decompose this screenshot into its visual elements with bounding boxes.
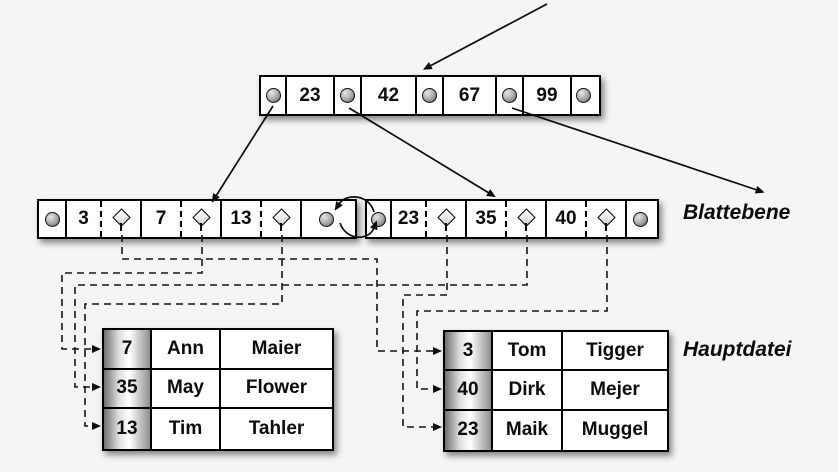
key-cell: 7	[142, 201, 182, 237]
pointer-cell	[367, 201, 392, 237]
table-cell-key: 13	[104, 409, 152, 449]
root-key: 23	[299, 84, 321, 106]
root-key: 99	[536, 84, 558, 106]
key-cell: 35	[467, 201, 507, 237]
diamond-stem	[280, 222, 282, 231]
record-pointer-cell	[587, 201, 627, 237]
main-file-table-right: 3 Tom Tigger 40 Dirk Mejer 23 Maik Mugge…	[443, 330, 669, 452]
table-cell-surname: Maier	[221, 330, 332, 370]
record-pointer-cell	[507, 201, 547, 237]
arrow-into-root	[422, 3, 548, 70]
leaf-key: 35	[475, 208, 497, 229]
leaf-key: 7	[155, 208, 167, 229]
pointer-circle-icon	[44, 211, 60, 227]
diamond-stem	[445, 222, 447, 231]
key-cell: 40	[547, 201, 587, 237]
table-cell-name: Dirk	[493, 371, 563, 411]
table-cell-name: Tim	[152, 409, 221, 449]
pointer-cell	[417, 77, 444, 114]
table-cell-key: 40	[445, 371, 493, 411]
table-cell-surname: Tahler	[248, 418, 305, 440]
leaf-node-right: 23 35 40	[365, 199, 659, 239]
pointer-circle-icon	[422, 88, 437, 103]
leaf-node-left: 3 7 13	[37, 199, 357, 239]
table-cell-key: 3	[445, 332, 493, 372]
main-file-table-left: 7 Ann Maier 35 May Flower 13 Tim Tahler	[102, 328, 334, 451]
pointer-cell	[261, 77, 287, 114]
root-node: 23 42 67 99	[259, 75, 601, 116]
pointer-circle-icon	[371, 211, 386, 227]
table-cell-name: Tom	[493, 332, 563, 372]
arrow-root-to-right-leaf	[348, 107, 496, 198]
table-cell-surname: Muggel	[581, 419, 649, 441]
leaf-key: 23	[397, 208, 420, 229]
pointer-cell	[39, 201, 67, 237]
table-cell-name: Maik	[493, 410, 563, 450]
leaf-level-label: Blattebene	[683, 201, 791, 224]
diamond-stem	[200, 222, 202, 231]
pointer-circle-icon	[576, 88, 591, 103]
pointer-circle-icon	[632, 211, 648, 227]
table-cell-surname: Tigger	[563, 332, 667, 372]
pointer-cell	[302, 201, 351, 237]
key-cell: 67	[444, 77, 497, 114]
table-cell-surname: Flower	[221, 370, 332, 410]
record-pointer-cell	[102, 201, 142, 237]
key-cell: 23	[392, 201, 427, 237]
key-cell: 42	[362, 77, 417, 114]
record-pointer-cell	[182, 201, 222, 237]
record-pointer-23	[402, 235, 448, 431]
diamond-stem	[120, 222, 122, 231]
leaf-key: 40	[555, 208, 577, 229]
pointer-cell	[572, 77, 595, 114]
table-cell-surname: Mejer	[563, 371, 667, 411]
table-cell-key: 35	[104, 369, 152, 410]
key-cell: 23	[287, 77, 335, 114]
diamond-stem	[525, 222, 527, 231]
pointer-cell	[335, 77, 362, 114]
pointer-cell	[627, 201, 653, 237]
pointer-circle-icon	[265, 88, 281, 103]
main-file-label: Hauptdatei	[683, 338, 792, 361]
diamond-stem	[605, 222, 607, 231]
arrow-root-to-left-leaf	[211, 105, 274, 203]
leaf-key: 13	[230, 208, 252, 229]
key-cell: 99	[524, 77, 572, 114]
pointer-cell	[497, 77, 524, 114]
pointer-circle-icon	[502, 88, 517, 103]
root-key: 67	[458, 84, 481, 106]
table-cell-key: 7	[104, 330, 152, 370]
record-pointer-cell	[427, 201, 467, 237]
key-cell: 3	[67, 201, 102, 237]
leaf-key: 3	[78, 208, 89, 229]
table-cell-key: 23	[445, 410, 493, 450]
table-cell-name: May	[152, 369, 221, 410]
root-key: 42	[377, 84, 400, 106]
pointer-circle-icon	[340, 88, 355, 103]
key-cell: 13	[222, 201, 262, 237]
table-cell-name: Ann	[152, 330, 221, 370]
record-pointer-cell	[262, 201, 302, 237]
arrow-root-to-next-leaf	[511, 107, 765, 194]
pointer-circle-icon	[319, 211, 334, 227]
